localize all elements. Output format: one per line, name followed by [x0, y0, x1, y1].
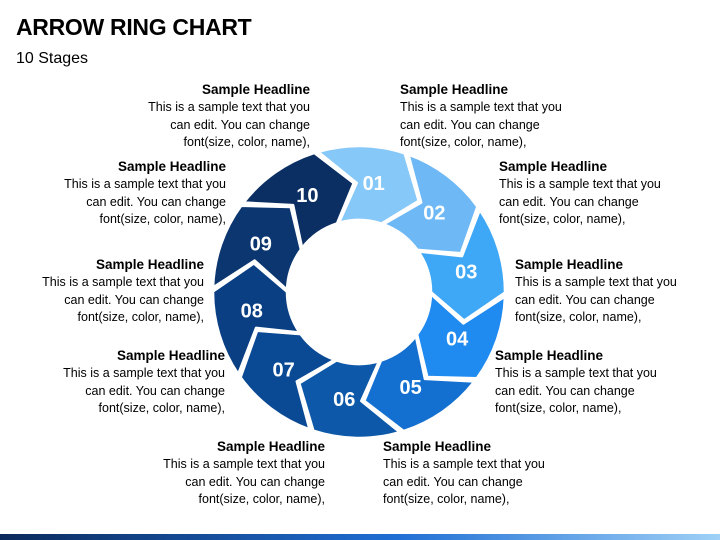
ring-segment-10	[242, 151, 355, 250]
ring-segment-09	[211, 204, 303, 291]
bottom-accent-bar	[0, 534, 720, 540]
ring-segment-06	[298, 359, 401, 440]
body-06: This is a sample text that you can edit.…	[383, 457, 545, 506]
headline-04: Sample Headline	[515, 257, 624, 272]
stage-number-09: 09	[250, 234, 272, 256]
stage-number-10: 10	[296, 185, 318, 207]
stage-number-02: 02	[423, 202, 445, 224]
stage-number-03: 03	[455, 262, 477, 284]
slide-title: ARROW RING CHART	[16, 14, 252, 40]
body-05: This is a sample text that you can edit.…	[495, 366, 657, 415]
text-block-10: Sample Headline This is a sample text th…	[46, 158, 226, 229]
body-02: This is a sample text that you can edit.…	[400, 100, 562, 149]
ring-segment-08	[211, 262, 301, 376]
ring-segment-05	[363, 334, 476, 433]
body-07: This is a sample text that you can edit.…	[163, 457, 325, 506]
headline-08: Sample Headline	[116, 348, 225, 363]
stage-number-01: 01	[363, 173, 385, 195]
text-block-07: Sample Headline This is a sample text th…	[145, 438, 325, 509]
headline-05: Sample Headline	[495, 348, 604, 363]
body-10: This is a sample text that you can edit.…	[64, 177, 226, 226]
headline-10: Sample Headline	[117, 159, 226, 174]
body-03: This is a sample text that you can edit.…	[499, 177, 661, 226]
headline-09: Sample Headline	[95, 257, 204, 272]
ring-segment-07	[239, 329, 336, 431]
ring-segment-04	[415, 293, 507, 380]
slide-subtitle: 10 Stages	[16, 50, 89, 67]
text-block-05: Sample Headline This is a sample text th…	[495, 347, 675, 418]
ring-segment-01	[317, 144, 420, 225]
text-block-06: Sample Headline This is a sample text th…	[383, 438, 563, 509]
ring-segment-03	[417, 208, 507, 322]
stage-number-08: 08	[241, 300, 263, 322]
headline-02: Sample Headline	[400, 82, 509, 97]
body-08: This is a sample text that you can edit.…	[63, 366, 225, 415]
text-block-01: Sample Headline This is a sample text th…	[130, 81, 310, 152]
body-09: This is a sample text that you can edit.…	[42, 275, 204, 324]
text-block-02: Sample Headline This is a sample text th…	[400, 81, 580, 152]
headline-07: Sample Headline	[216, 439, 325, 454]
stage-number-05: 05	[399, 377, 421, 399]
text-block-08: Sample Headline This is a sample text th…	[45, 347, 225, 418]
text-block-03: Sample Headline This is a sample text th…	[499, 158, 679, 229]
stage-number-07: 07	[273, 360, 295, 382]
headline-03: Sample Headline	[499, 159, 608, 174]
headline-06: Sample Headline	[383, 439, 492, 454]
stage-number-04: 04	[446, 328, 469, 350]
body-04: This is a sample text that you can edit.…	[515, 275, 677, 324]
headline-01: Sample Headline	[201, 82, 310, 97]
stage-number-06: 06	[333, 389, 355, 411]
body-01: This is a sample text that you can edit.…	[148, 100, 310, 149]
text-block-04: Sample Headline This is a sample text th…	[515, 256, 695, 327]
text-block-09: Sample Headline This is a sample text th…	[24, 256, 204, 327]
ring-segment-02	[382, 153, 479, 255]
